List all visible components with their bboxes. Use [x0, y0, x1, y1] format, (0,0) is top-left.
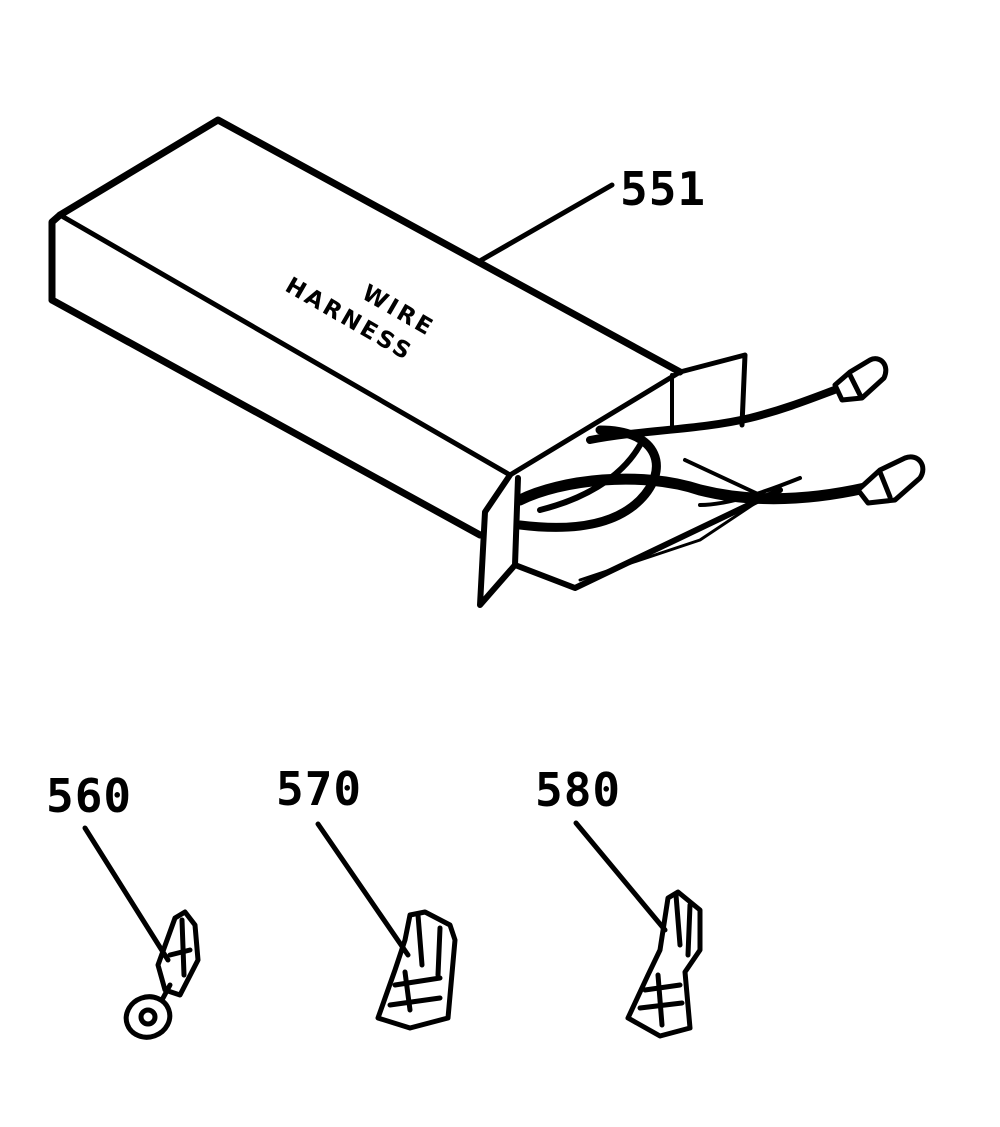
- box-label: WIRE HARNESS: [281, 273, 439, 367]
- wire-loop: [515, 425, 661, 532]
- callout-560: 560: [46, 769, 171, 963]
- ring-terminal-barrel: [155, 909, 201, 998]
- callout-label-570: 570: [276, 762, 362, 816]
- flag-terminal-570: [375, 909, 458, 1031]
- box-inner-flap: [683, 458, 762, 497]
- box-top-front-edge: [57, 212, 513, 478]
- ring-terminal-hole: [138, 1007, 158, 1027]
- terminal-upper: [832, 356, 889, 403]
- box-front-flap: [477, 472, 521, 608]
- harness-terminals: [832, 356, 926, 506]
- box-bottom-edge: [48, 296, 484, 539]
- flag-terminal-body: [375, 909, 458, 1031]
- leader-line-551: [475, 182, 615, 265]
- callout-label-551: 551: [620, 162, 706, 216]
- box-top-edge: [56, 116, 684, 376]
- wire-tie: [698, 476, 802, 507]
- wire-loop-inner: [537, 442, 643, 513]
- leader-line-560: [82, 825, 171, 963]
- box-left-end: [48, 211, 64, 304]
- box-open-top-edge: [507, 369, 683, 478]
- callout-580: 580: [535, 763, 668, 933]
- ring-terminal-ring: [123, 994, 173, 1040]
- callout-551: 551: [475, 162, 706, 265]
- terminal-lower: [855, 454, 926, 506]
- wire-lower: [514, 473, 871, 506]
- spade-terminal-580: [625, 889, 703, 1039]
- ring-terminal-560: [123, 909, 201, 1040]
- wire-harness-box: [48, 116, 783, 608]
- box-tray-crease: [578, 498, 762, 582]
- box-bottom-tray: [512, 487, 783, 591]
- callout-570: 570: [276, 762, 411, 958]
- callout-label-560: 560: [46, 769, 132, 823]
- spade-terminal-body: [625, 889, 703, 1039]
- harness-wires: [514, 381, 871, 532]
- box-top-flap: [677, 352, 748, 428]
- leader-line-580: [573, 820, 668, 933]
- callout-label-580: 580: [535, 763, 621, 817]
- leader-line-570: [315, 821, 411, 958]
